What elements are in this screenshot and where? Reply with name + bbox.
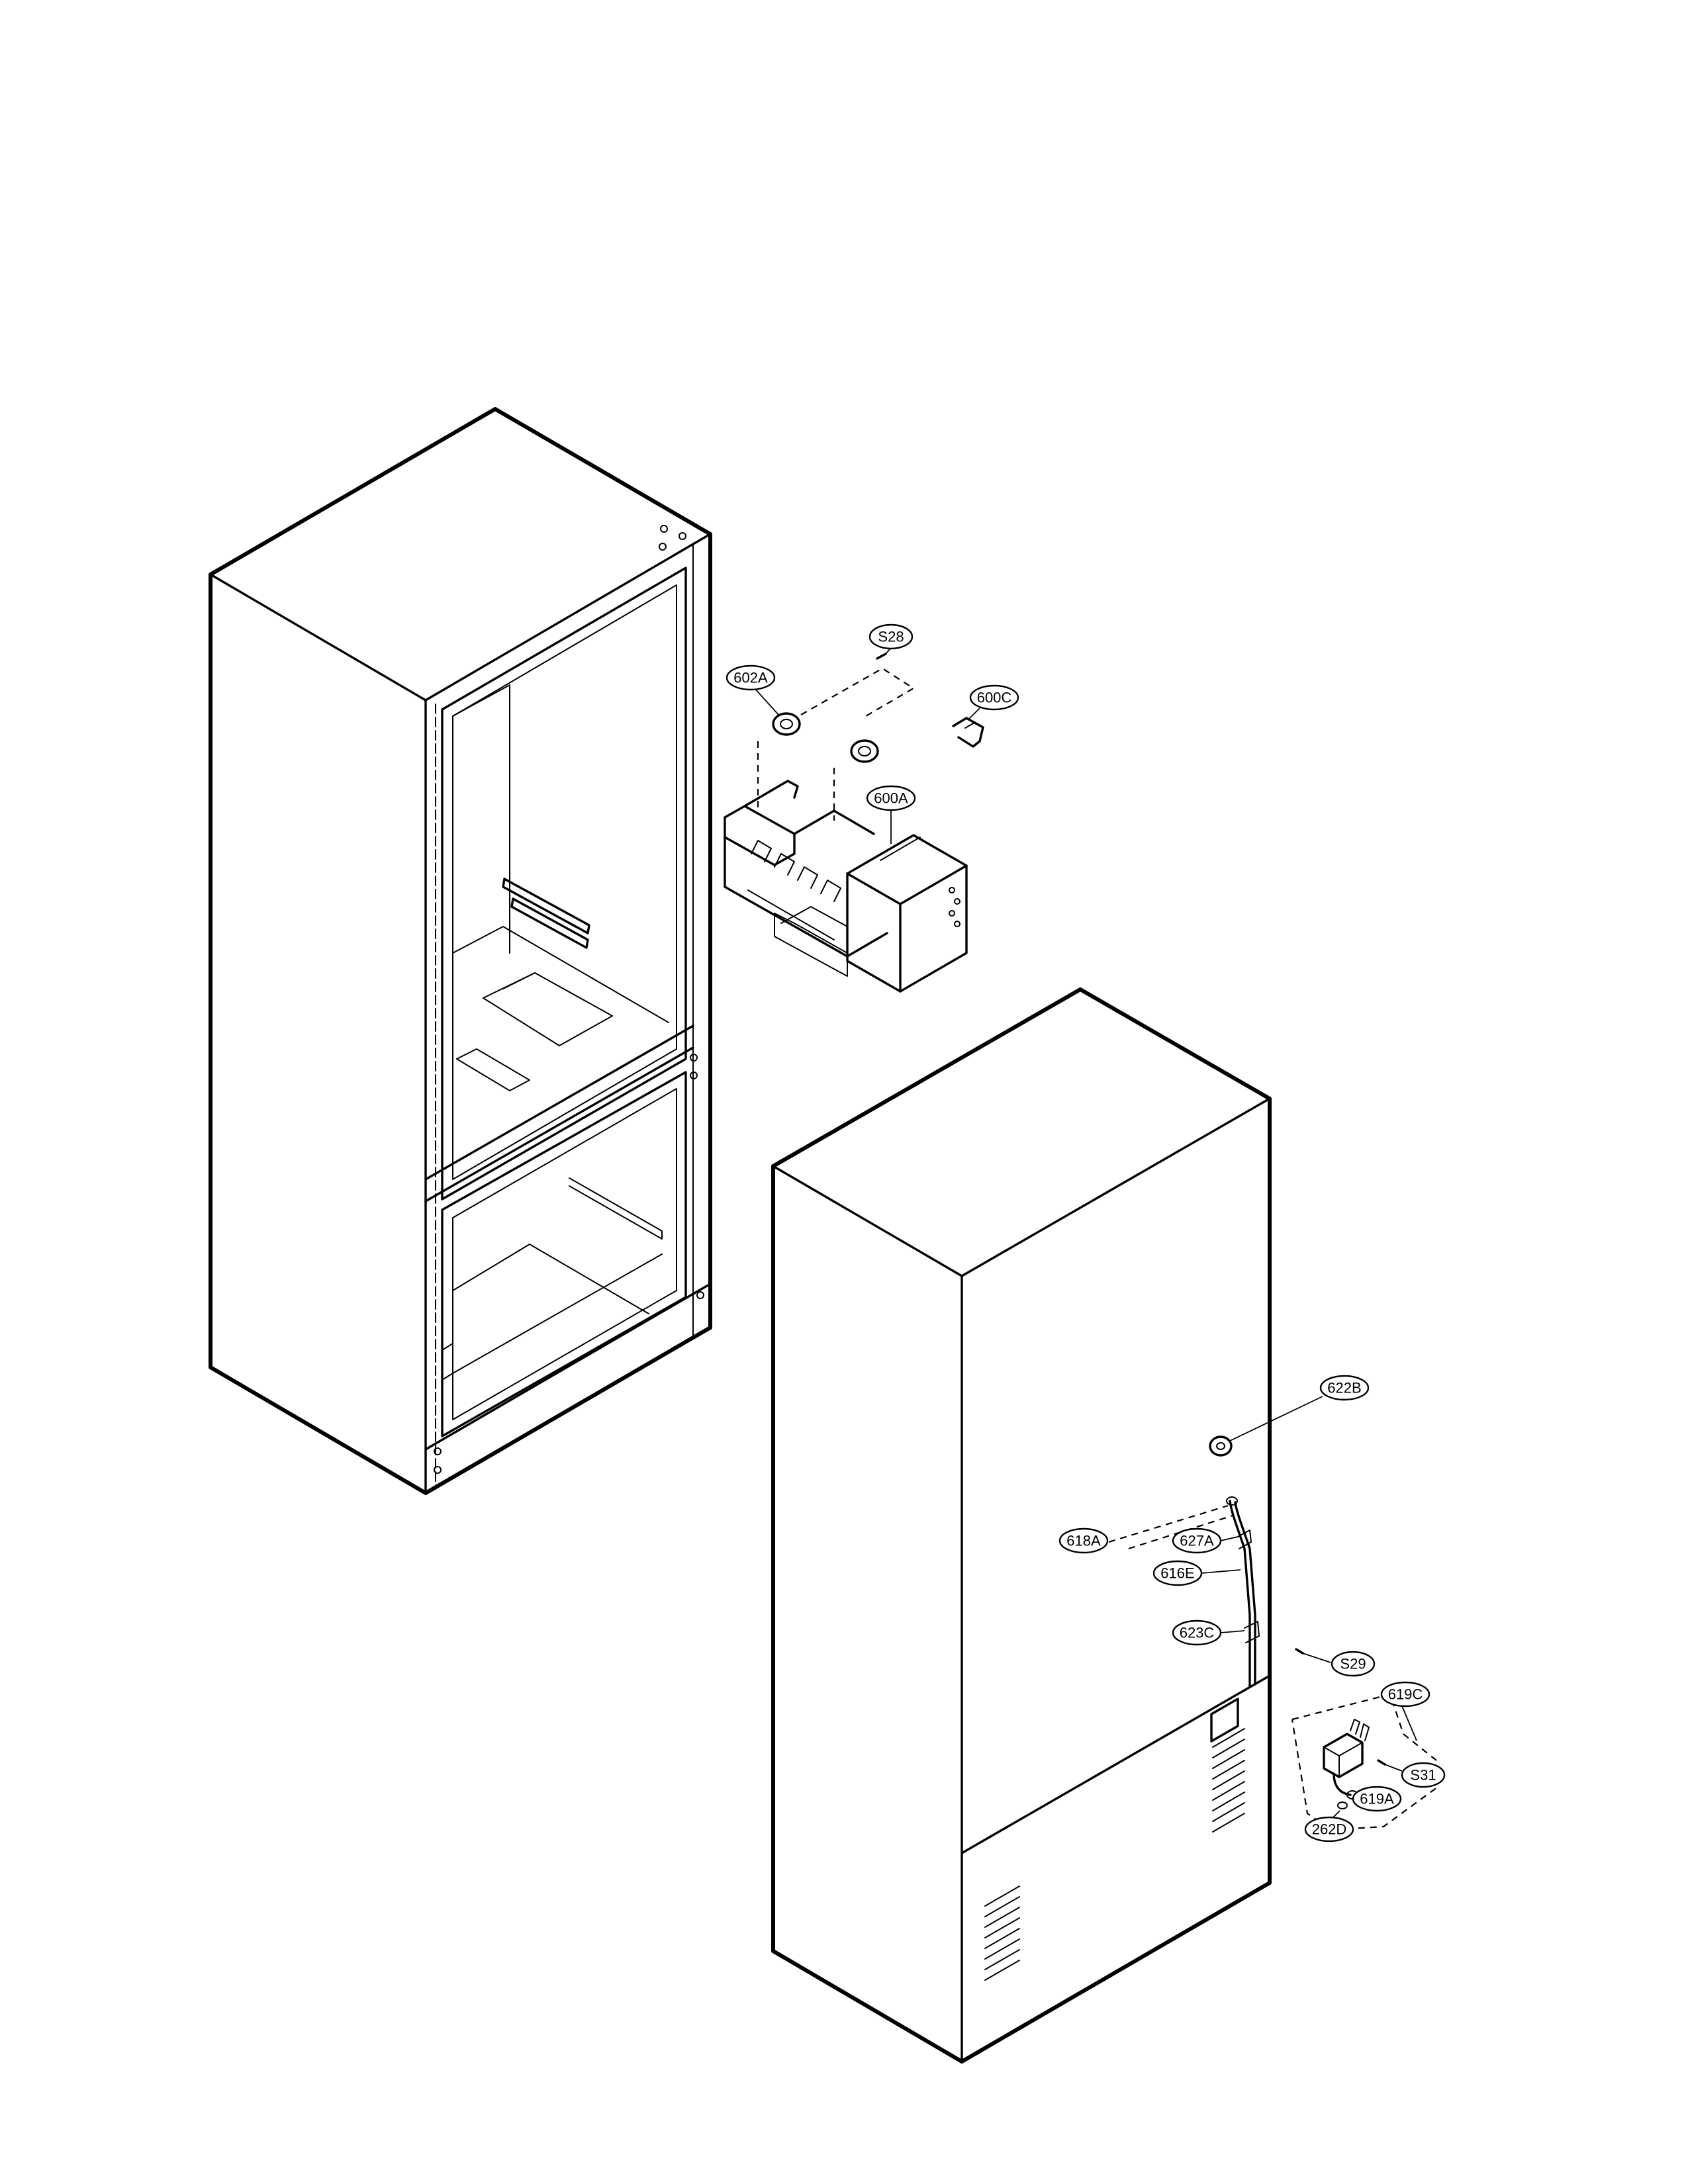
callout-602a[interactable]: 602A [726,664,779,715]
callout-label: 619C [1388,1686,1423,1703]
callouts: S28 602A 600C 600A 622B 618A [726,623,1446,1843]
callout-619a[interactable]: 619A [1352,1786,1402,1812]
rear-cabinet [771,987,1304,2064]
callout-label: S29 [1340,1656,1366,1672]
callout-600c[interactable]: 600C [967,684,1019,721]
callout-label: 618A [1066,1533,1101,1549]
callout-label: 600A [874,790,908,807]
callout-618a[interactable]: 618A [1058,1527,1109,1554]
callout-623c[interactable]: 623C [1172,1619,1245,1646]
callout-622b[interactable]: 622B [1228,1375,1370,1442]
callout-label: S31 [1410,1767,1436,1784]
callout-label: 622B [1327,1380,1361,1396]
front-cabinet [209,407,712,1495]
vent-grille-lower [984,1886,1020,1981]
callout-600a[interactable]: 600A [866,785,916,844]
callout-label: 627A [1180,1533,1214,1549]
callout-label: 600C [977,690,1012,706]
icemaker-assembly [724,653,984,993]
callout-627a[interactable]: 627A [1172,1527,1239,1554]
callout-616e[interactable]: 616E [1152,1560,1241,1586]
callout-label: S28 [878,629,904,645]
callout-label: 602A [733,670,768,686]
vent-grille-upper [1212,1728,1245,1833]
callout-label: 616E [1160,1565,1194,1582]
callout-s28[interactable]: S28 [868,623,914,655]
callout-label: 619A [1360,1791,1394,1807]
callout-262d[interactable]: 262D [1304,1810,1354,1843]
callout-619c[interactable]: 619C [1380,1681,1430,1741]
callout-s29[interactable]: S29 [1302,1651,1376,1677]
callout-label: 262D [1312,1821,1347,1838]
callout-s31[interactable]: S31 [1384,1762,1446,1788]
callout-label: 623C [1180,1625,1215,1641]
